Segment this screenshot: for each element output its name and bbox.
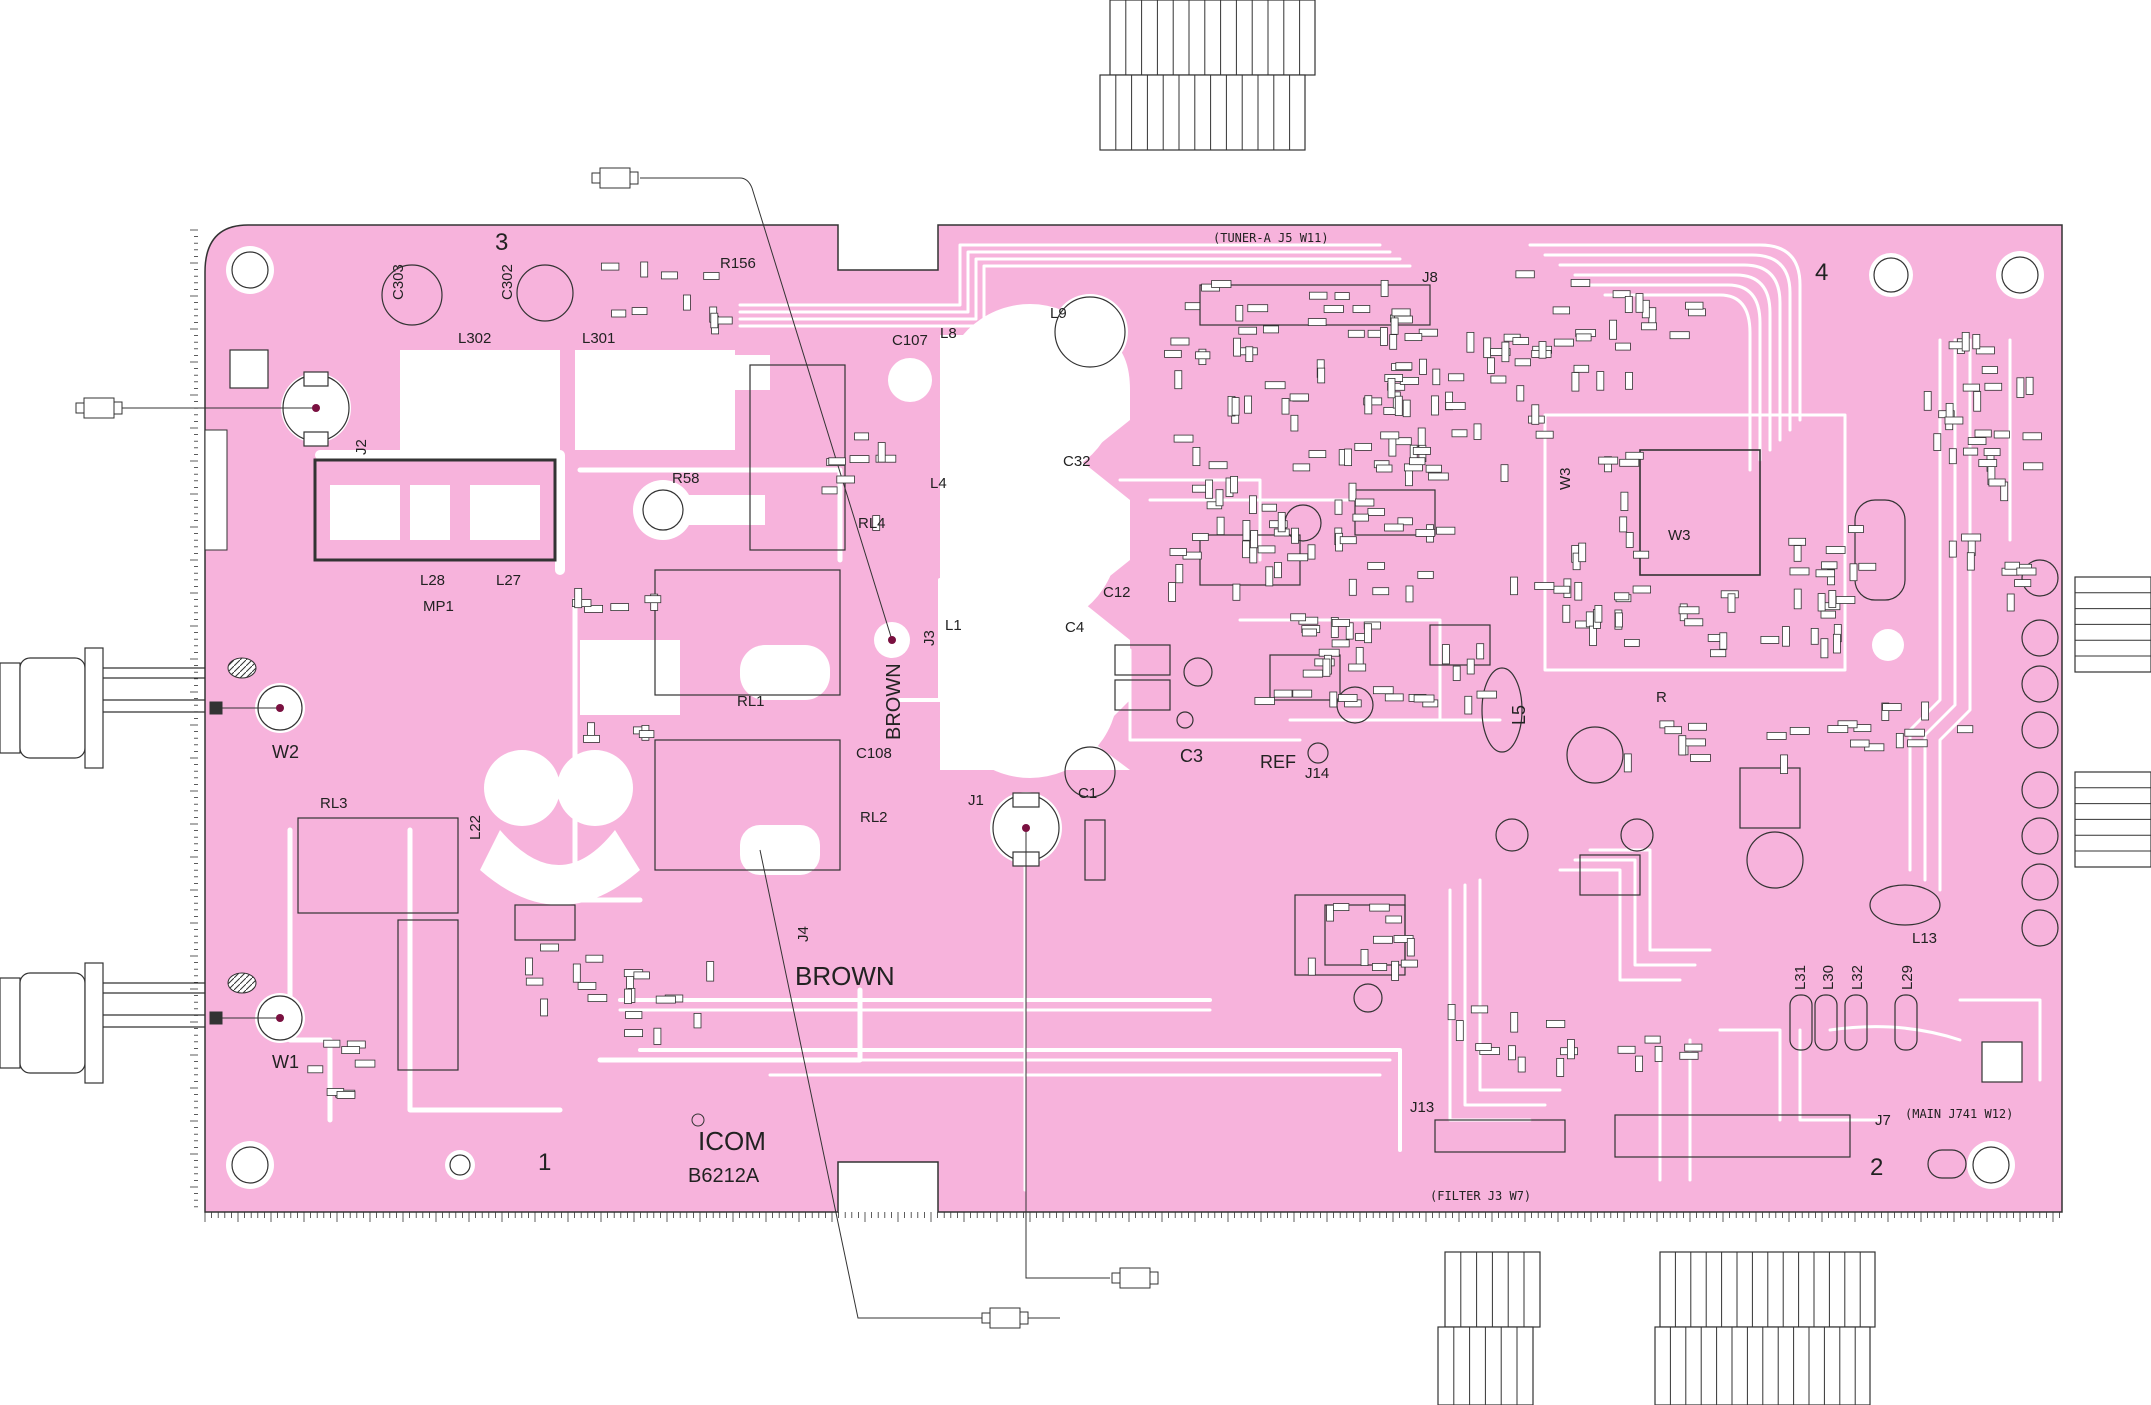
label-l13: L13: [1912, 930, 1937, 947]
label-l301: L301: [582, 330, 615, 347]
label-j8: J8: [1422, 269, 1438, 286]
corner-number-4: 4: [1815, 259, 1828, 286]
label-j13: J13: [1410, 1099, 1434, 1116]
corner-number-1: 1: [538, 1149, 551, 1176]
label-c12: C12: [1103, 584, 1131, 601]
coax-cable-w2: [0, 647, 230, 769]
label-c303: C303: [390, 264, 407, 300]
label-rl2: RL2: [860, 809, 888, 826]
label-l31: L31: [1792, 965, 1809, 990]
label-j3: J3: [921, 630, 938, 646]
label-c1: C1: [1078, 785, 1097, 802]
label-mp1: MP1: [423, 598, 454, 615]
label-rl4: RL4: [858, 515, 886, 532]
label-j4: J4: [795, 926, 812, 942]
label-l9: L9: [1050, 305, 1067, 322]
label-w1: W1: [272, 1052, 299, 1072]
main-connector-note: (MAIN J741 W12): [1905, 1107, 2013, 1121]
rca-plug-icons: [75, 167, 1159, 1329]
label-c3: C3: [1180, 746, 1203, 766]
label-j2: J2: [353, 439, 370, 455]
bottom-ribbon-connector-right: [1654, 1251, 1876, 1405]
copper-pour-areas: [226, 246, 2044, 1189]
filter-connector-note: (FILTER J3 W7): [1430, 1189, 1531, 1203]
label-j7: J7: [1875, 1112, 1891, 1129]
label-j14: J14: [1305, 765, 1329, 782]
top-ribbon-connector: [1099, 0, 1316, 151]
r-marking: R: [1656, 689, 1667, 706]
coax-cable-w1: [0, 962, 230, 1084]
label-l4: L4: [930, 475, 947, 492]
label-c107: C107: [892, 332, 928, 349]
label-r58: R58: [672, 470, 700, 487]
brown-marking-2: BROWN: [795, 961, 895, 991]
pad-outlines: [229, 251, 2059, 1184]
corner-number-3: 3: [495, 229, 508, 256]
smd-components: [307, 261, 2044, 1099]
label-l8: L8: [940, 325, 957, 342]
left-edge-slot: [204, 429, 228, 551]
ref-marking: REF: [1260, 752, 1296, 772]
corner-number-2: 2: [1870, 1154, 1883, 1181]
label-r156: R156: [720, 255, 756, 272]
connector-center-dots: [276, 404, 1030, 1022]
ferrite-bead-w2: [227, 657, 257, 679]
label-l1: L1: [945, 617, 962, 634]
label-c302: C302: [499, 264, 516, 300]
label-l28: L28: [420, 572, 445, 589]
label-rl3: RL3: [320, 795, 348, 812]
label-c108: C108: [856, 745, 892, 762]
label-c32: C32: [1063, 453, 1091, 470]
label-l29: L29: [1899, 965, 1916, 990]
label-w2: W2: [272, 742, 299, 762]
label-w3-left: W3: [1557, 468, 1574, 491]
label-w3-center: W3: [1668, 527, 1691, 544]
brown-marking-1: BROWN: [883, 663, 905, 740]
ferrite-bead-w1: [227, 972, 257, 994]
label-l30: L30: [1820, 965, 1837, 990]
label-l27: L27: [496, 572, 521, 589]
board-maker: ICOM: [698, 1126, 766, 1156]
board-part-number: B6212A: [688, 1165, 760, 1187]
tuner-connector-note: (TUNER-A J5 W11): [1213, 231, 1329, 245]
label-l302: L302: [458, 330, 491, 347]
right-ribbon-connector: [2074, 576, 2151, 868]
label-rl1: RL1: [737, 693, 765, 710]
board-labels: ICOM B6212A 1 2 3 4 (TUNER-A J5 W11) (MA…: [272, 229, 2013, 1203]
label-l22: L22: [467, 815, 484, 840]
board-ruler: [190, 229, 2061, 1222]
label-l32: L32: [1849, 965, 1866, 990]
label-c4: C4: [1065, 619, 1084, 636]
label-l5: L5: [1509, 705, 1529, 725]
label-j1: J1: [968, 792, 984, 809]
